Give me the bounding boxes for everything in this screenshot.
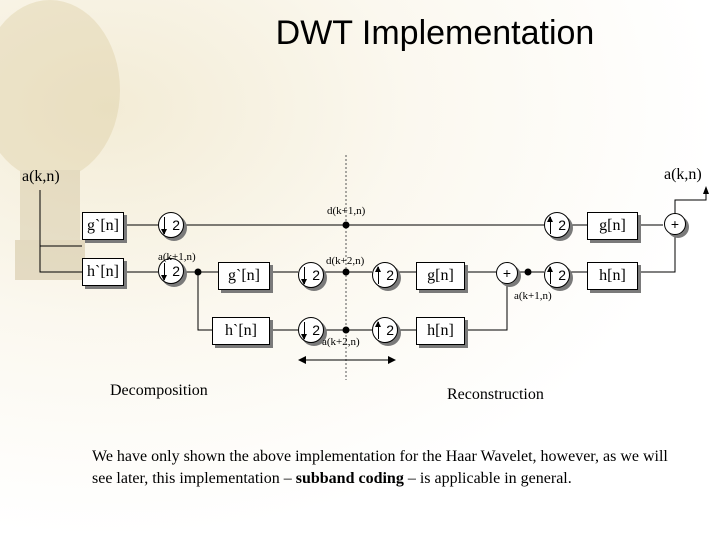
sum-junction-inner: +: [496, 262, 518, 284]
label-d-k1: d(k+1,n): [327, 205, 366, 217]
down-arrow-icon: [301, 267, 307, 285]
tap-node: [342, 268, 350, 276]
downsample-2-h-second: 2: [298, 317, 324, 343]
g-analysis-filter-second: g`[n]: [218, 262, 270, 290]
label-a-k2: a(k+2,n): [322, 336, 360, 348]
tap-node: [194, 268, 202, 276]
page-title: DWT Implementation: [275, 14, 595, 52]
subband-coding-emphasis: subband coding: [295, 470, 404, 487]
input-signal-label: a(k,n): [22, 168, 60, 185]
tap-node: [524, 268, 532, 276]
down-arrow-icon: [161, 263, 167, 281]
output-signal-label: a(k,n): [664, 166, 702, 183]
h-analysis-filter-left: h`[n]: [82, 258, 124, 286]
upsample-2-top: 2: [544, 212, 570, 238]
explanation-text: We have only shown the above implementat…: [92, 448, 668, 487]
decomposition-label: Decomposition: [110, 382, 208, 399]
label-a-k1: a(k+1,n): [158, 251, 196, 263]
g-synthesis-filter-second: g[n]: [416, 262, 465, 290]
up-arrow-icon: [375, 266, 381, 284]
g-synthesis-filter-top: g[n]: [587, 212, 638, 240]
h-synthesis-filter-lower: h[n]: [587, 262, 638, 290]
up-arrow-icon: [547, 266, 553, 284]
upsample-2-lower: 2: [544, 262, 570, 288]
down-arrow-icon: [301, 322, 307, 340]
h-analysis-filter-second: h`[n]: [212, 317, 270, 345]
down-arrow-icon: [161, 217, 167, 235]
up-arrow-icon: [375, 321, 381, 339]
up-arrow-icon: [547, 216, 553, 234]
reconstruction-label: Reconstruction: [447, 386, 544, 403]
label-d-k2: d(k+2,n): [326, 255, 365, 267]
downsample-2-top: 2: [158, 212, 184, 238]
upsample-2-g-second: 2: [372, 262, 398, 288]
tap-node: [342, 326, 350, 334]
tap-node: [342, 221, 350, 229]
downsample-2-lower: 2: [158, 258, 184, 284]
g-analysis-filter-top: g`[n]: [82, 212, 124, 240]
label-a-k1-reconstructed: a(k+1,n): [514, 290, 552, 302]
h-synthesis-filter-second: h[n]: [416, 317, 465, 345]
upsample-2-h-second: 2: [372, 317, 398, 343]
downsample-2-g-second: 2: [298, 262, 324, 288]
sum-junction-output: +: [664, 213, 686, 235]
